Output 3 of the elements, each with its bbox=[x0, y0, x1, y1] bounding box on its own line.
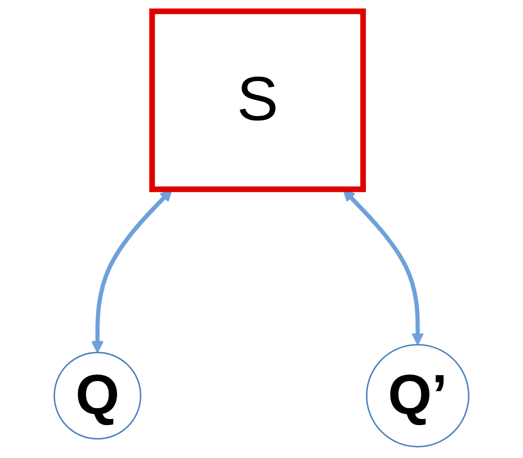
node-circle: Q’ bbox=[366, 344, 470, 448]
node-circle: Q bbox=[54, 352, 142, 440]
node-box: S bbox=[149, 8, 366, 192]
